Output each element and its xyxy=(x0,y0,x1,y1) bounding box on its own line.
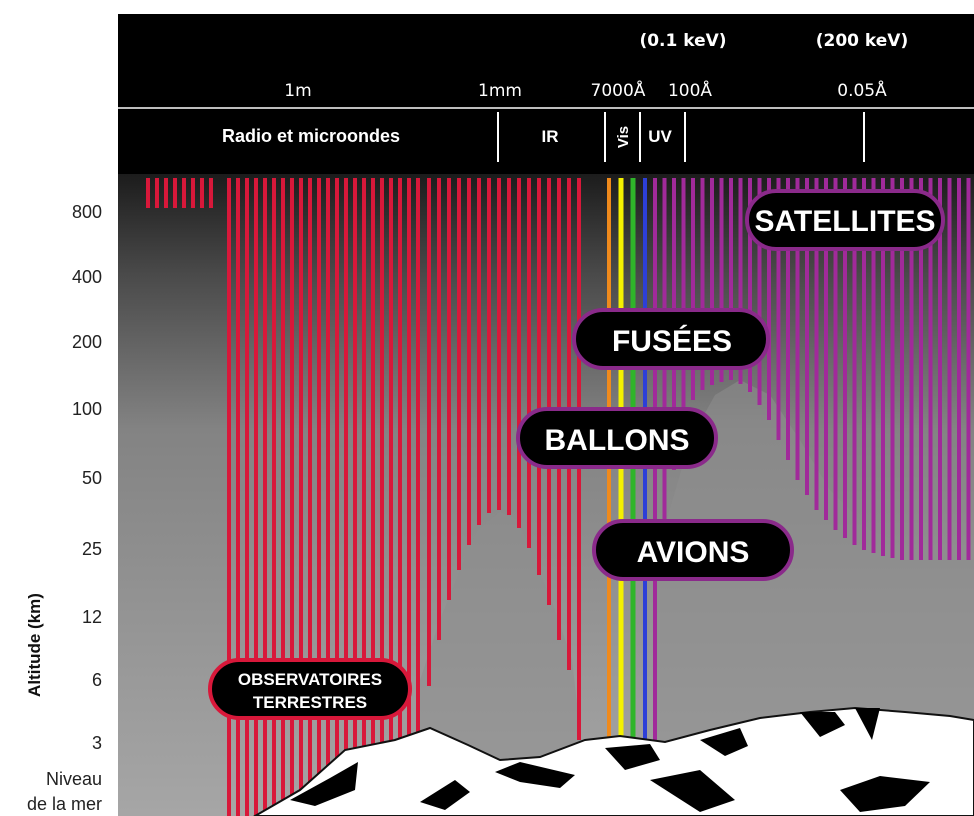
altitude-tick: 400 xyxy=(72,267,102,287)
altitude-axis-title: Altitude (km) xyxy=(25,593,44,697)
altitude-tick: 100 xyxy=(72,399,102,419)
energy-label-200kev: (200 keV) xyxy=(816,31,908,51)
pill-observatoires-label-line1: OBSERVATOIRES xyxy=(238,670,382,689)
altitude-tick: 200 xyxy=(72,332,102,352)
pill-fusees-label: FUSÉES xyxy=(612,324,732,358)
band-label-radio: Radio et microondes xyxy=(222,126,400,146)
wavelength-label-7000a: 7000Å xyxy=(591,79,646,101)
mountain-white xyxy=(253,706,974,816)
pill-observatoires-bg xyxy=(208,658,412,720)
pill-observatoires: OBSERVATOIRES TERRESTRES xyxy=(208,658,412,720)
pill-ballons-bg xyxy=(516,407,718,469)
altitude-tick: 25 xyxy=(82,539,102,559)
mountain-shadow xyxy=(290,708,930,812)
pill-satellites-label: SATELLITES xyxy=(754,205,935,238)
pill-avions-bg xyxy=(592,519,794,581)
mountains xyxy=(253,706,974,816)
pill-fusees-bg xyxy=(572,308,770,370)
absorption-curve xyxy=(420,380,974,816)
pill-satellites: SATELLITES xyxy=(745,189,945,251)
sea-level-label: Niveau xyxy=(46,769,102,789)
wavelength-label-1m: 1m xyxy=(284,81,311,101)
sea-level-label: de la mer xyxy=(27,794,102,814)
energy-label-0.1kev: (0.1 keV) xyxy=(639,31,726,51)
pill-observatoires-label-line2: TERRESTRES xyxy=(253,693,367,712)
band-label-ir: IR xyxy=(542,127,559,146)
wavelength-label-0.05a: 0.05Å xyxy=(837,79,887,101)
altitude-tick: 6 xyxy=(92,670,102,690)
pill-ballons: BALLONS xyxy=(516,407,718,469)
pill-fusees: FUSÉES xyxy=(572,308,770,370)
altitude-tick: 12 xyxy=(82,607,102,627)
pill-avions: AVIONS xyxy=(592,519,794,581)
wavelength-label-1mm: 1mm xyxy=(478,81,522,101)
pill-ballons-label: BALLONS xyxy=(545,424,690,457)
altitude-tick: 3 xyxy=(92,733,102,753)
band-label-vis: Vis xyxy=(615,126,632,148)
wavelength-label-100a: 100Å xyxy=(668,79,712,101)
pill-satellites-bg xyxy=(745,189,945,251)
pill-avions-label: AVIONS xyxy=(637,536,750,569)
altitude-tick: 800 xyxy=(72,202,102,222)
altitude-tick: 50 xyxy=(82,468,102,488)
band-label-uv: UV xyxy=(648,127,672,146)
header-band xyxy=(118,14,974,174)
